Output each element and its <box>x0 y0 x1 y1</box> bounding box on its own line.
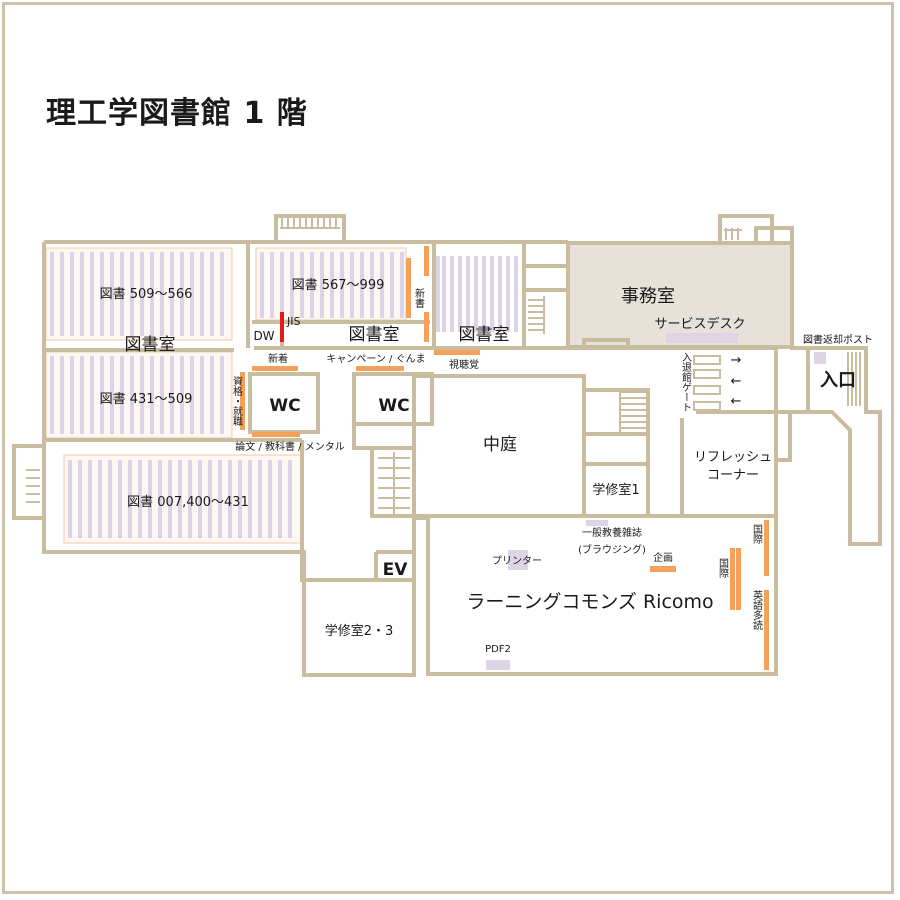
gate-label: 入退館ゲート <box>680 352 692 412</box>
stack-509-label: 図書 509〜566 <box>100 287 193 302</box>
jis-label: JIS <box>286 315 300 328</box>
wc-2-box <box>352 372 434 426</box>
eigo-label: 英語多読 <box>751 589 763 631</box>
magazines-label: 一般教養雑誌 <box>582 526 642 539</box>
library-b-label: 図書室 <box>349 325 400 345</box>
shikaku-label: 資格・就職 <box>231 376 243 427</box>
shelf-shinsho-2 <box>424 312 429 342</box>
library-a-label: 図書室 <box>125 335 176 355</box>
commons-label: ラーニングコモンズ Ricomo <box>466 591 713 613</box>
office-label: 事務室 <box>621 286 675 307</box>
return-post-label: 図書返却ポスト <box>803 333 873 346</box>
floor-title: 理工学図書館 1 階 <box>46 96 308 131</box>
stack-007-label: 図書 007,400〜431 <box>127 495 249 510</box>
kikaku-label: 企画 <box>653 551 673 564</box>
study23-label: 学修室2・3 <box>325 623 394 639</box>
study1-label: 学修室1 <box>592 482 639 498</box>
shelf-kokusai-2 <box>736 548 741 610</box>
shelf-campaign <box>356 366 404 371</box>
service-desk-label: サービスデスク <box>654 316 745 332</box>
ronbun-label: 論文 / 教科書 / メンタル <box>235 440 344 453</box>
gate-3 <box>693 385 721 395</box>
shelf-group <box>50 252 518 538</box>
arrow-out-1: ← <box>731 374 742 389</box>
courtyard-label: 中庭 <box>483 435 517 455</box>
walls <box>12 214 882 677</box>
magazine-shelf <box>586 520 608 526</box>
shelf-shikaku <box>240 372 245 430</box>
shelf-eigo <box>764 590 769 670</box>
display-shelves <box>240 246 769 670</box>
return-post-box <box>814 352 826 364</box>
gate-2 <box>693 369 721 379</box>
ev-label: EV <box>383 560 409 580</box>
wc2-label: WC <box>378 396 409 416</box>
kokusai-label-1: 国際 <box>751 524 763 545</box>
wc1-label: WC <box>269 396 300 416</box>
av-label: 視聴覚 <box>449 358 479 371</box>
labels: 事務室 サービスデスク 入口 図書返却ポスト 中庭 ラーニングコモンズ Rico… <box>100 278 873 655</box>
printer-label: プリンター <box>492 555 542 567</box>
service-desk-counter <box>666 333 738 343</box>
refresh-label-2: コーナー <box>707 468 759 483</box>
stack-431-label: 図書 431〜509 <box>100 392 193 407</box>
gate-4 <box>693 401 721 411</box>
campaign-label: キャンペーン / ぐんま <box>326 353 425 365</box>
entrance-label: 入口 <box>820 370 856 391</box>
shelf-ronbun <box>252 432 300 437</box>
library-c-label: 図書室 <box>459 325 510 345</box>
shinsho-label: 新書 <box>413 287 425 308</box>
kokusai-label-2: 国際 <box>717 558 729 579</box>
shelf-kokusai-3 <box>764 520 769 576</box>
stack-area-007 <box>63 454 303 544</box>
shelf-shinchaku <box>252 366 298 371</box>
shelf-av <box>434 350 480 355</box>
stack-567-label: 図書 567〜999 <box>292 278 385 293</box>
shinchaku-label: 新着 <box>268 352 288 365</box>
arrow-in: → <box>731 353 742 368</box>
jis-marker <box>280 312 284 342</box>
browsing-label: (ブラウジング) <box>578 543 646 556</box>
gate-1 <box>693 355 721 365</box>
pdf2-box <box>486 660 510 670</box>
shelf-shinsho-1 <box>424 246 429 276</box>
refresh-label-1: リフレッシュ <box>694 450 772 465</box>
shelf-kikaku <box>650 566 676 572</box>
printer-box <box>508 550 528 570</box>
arrow-out-2: ← <box>731 394 742 409</box>
shelf-567-edge <box>406 258 411 318</box>
pdf2-label: PDF2 <box>485 644 511 655</box>
dw-label: DW <box>253 329 274 343</box>
shelf-kokusai-1 <box>730 548 735 610</box>
